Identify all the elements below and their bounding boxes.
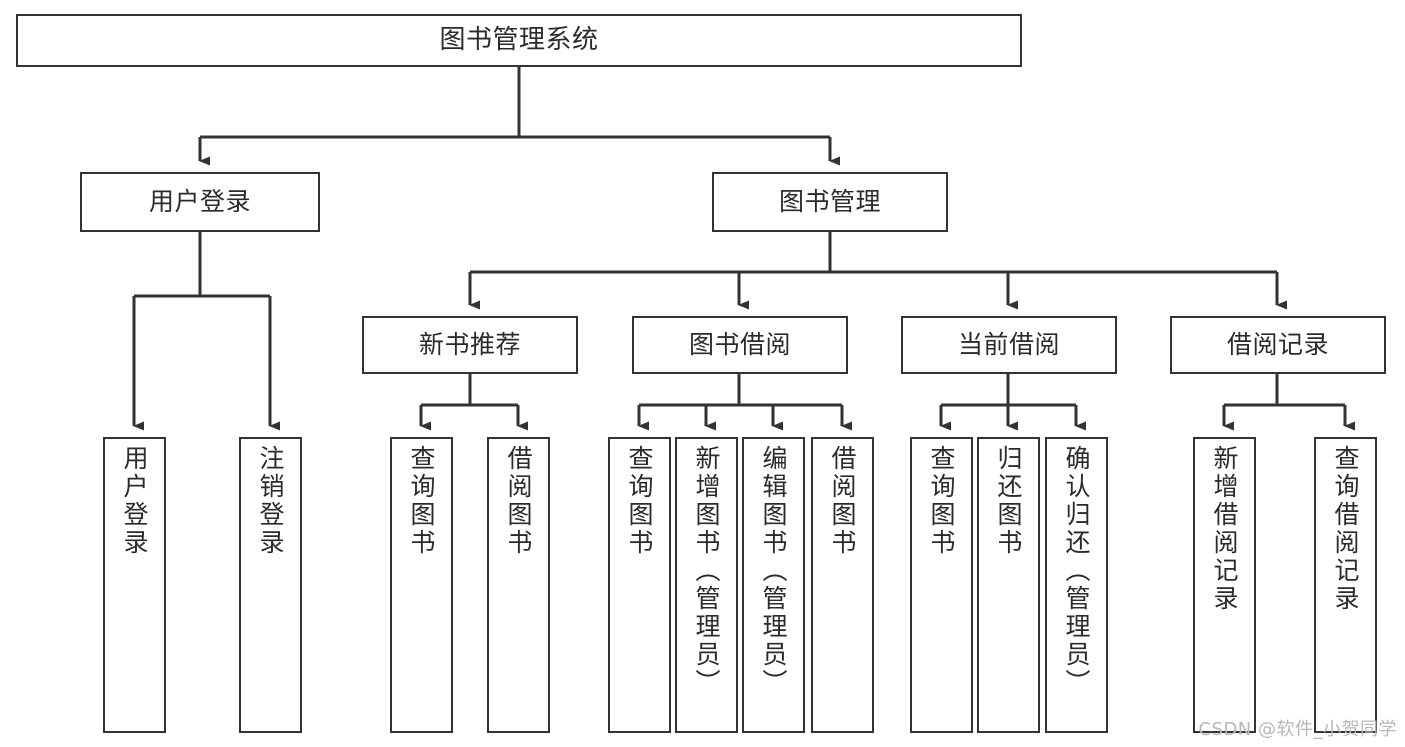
node-user-login[interactable]: 用户登录 xyxy=(80,172,320,232)
node-leaf-query-book-3-label: 查询图书 xyxy=(927,445,956,557)
node-new-book-recommend-label: 新书推荐 xyxy=(418,330,521,360)
node-leaf-borrow-book-2[interactable]: 借阅图书 xyxy=(811,437,874,733)
node-leaf-return-book[interactable]: 归还图书 xyxy=(977,437,1040,733)
node-leaf-add-book-label: 新增图书（管理员） xyxy=(692,445,721,697)
node-leaf-return-book-label: 归还图书 xyxy=(994,445,1023,557)
node-leaf-edit-book-label: 编辑图书（管理员） xyxy=(759,445,788,697)
node-leaf-borrow-book-1[interactable]: 借阅图书 xyxy=(487,437,550,733)
node-new-book-recommend[interactable]: 新书推荐 xyxy=(362,316,578,374)
node-leaf-add-record-label: 新增借阅记录 xyxy=(1210,445,1239,613)
node-leaf-query-book-1[interactable]: 查询图书 xyxy=(390,437,453,733)
node-leaf-borrow-book-2-label: 借阅图书 xyxy=(828,445,857,557)
node-leaf-query-book-3[interactable]: 查询图书 xyxy=(910,437,973,733)
node-leaf-add-book[interactable]: 新增图书（管理员） xyxy=(675,437,738,733)
node-book-manage[interactable]: 图书管理 xyxy=(712,172,948,232)
node-borrow-record[interactable]: 借阅记录 xyxy=(1170,316,1386,374)
node-book-borrow-label: 图书借阅 xyxy=(688,330,791,360)
node-current-borrow-label: 当前借阅 xyxy=(957,330,1060,360)
node-leaf-query-book-1-label: 查询图书 xyxy=(407,445,436,557)
node-borrow-record-label: 借阅记录 xyxy=(1226,330,1329,360)
node-leaf-query-record[interactable]: 查询借阅记录 xyxy=(1314,437,1377,733)
node-leaf-user-login[interactable]: 用户登录 xyxy=(103,437,166,733)
node-leaf-edit-book[interactable]: 编辑图书（管理员） xyxy=(742,437,805,733)
node-leaf-confirm-return[interactable]: 确认归还（管理员） xyxy=(1045,437,1108,733)
node-leaf-logout-login[interactable]: 注销登录 xyxy=(239,437,302,733)
node-leaf-query-book-2[interactable]: 查询图书 xyxy=(608,437,671,733)
node-book-manage-label: 图书管理 xyxy=(778,187,881,217)
node-leaf-user-login-label: 用户登录 xyxy=(120,445,149,557)
node-leaf-logout-login-label: 注销登录 xyxy=(256,445,285,557)
node-leaf-add-record[interactable]: 新增借阅记录 xyxy=(1193,437,1256,733)
node-leaf-confirm-return-label: 确认归还（管理员） xyxy=(1062,445,1091,697)
node-leaf-query-record-label: 查询借阅记录 xyxy=(1331,445,1360,613)
node-root[interactable]: 图书管理系统 xyxy=(16,14,1022,67)
node-book-borrow[interactable]: 图书借阅 xyxy=(632,316,848,374)
node-root-label: 图书管理系统 xyxy=(439,25,599,56)
node-user-login-label: 用户登录 xyxy=(148,187,251,217)
node-current-borrow[interactable]: 当前借阅 xyxy=(901,316,1117,374)
watermark: CSDN @软件_小贺同学 xyxy=(1198,719,1397,740)
node-leaf-query-book-2-label: 查询图书 xyxy=(625,445,654,557)
node-leaf-borrow-book-1-label: 借阅图书 xyxy=(504,445,533,557)
